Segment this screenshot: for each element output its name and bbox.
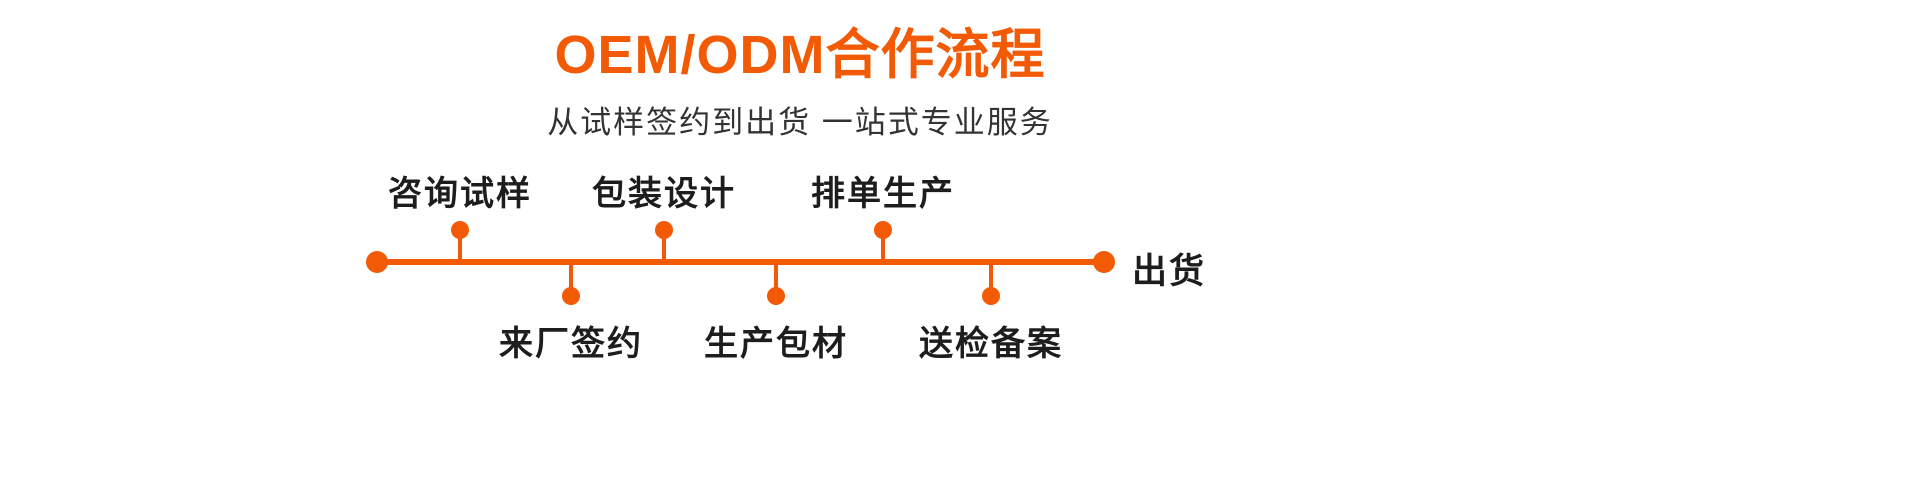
timeline-end-dot [1093, 251, 1115, 273]
step-dot [655, 221, 673, 239]
timeline-start-dot [366, 251, 388, 273]
step-dot [982, 287, 1000, 305]
step-dot [451, 221, 469, 239]
step-connector [989, 264, 993, 294]
step-dot [874, 221, 892, 239]
step-label: 生产包材 [704, 325, 848, 363]
step-connector [662, 232, 666, 262]
step-label: 包装设计 [592, 175, 736, 213]
step-label: 排单生产 [811, 175, 955, 213]
timeline-end-label: 出货 [1132, 252, 1207, 291]
banner-header: OEM/ODM合作流程 从试样签约到出货 一站式专业服务 [0, 0, 1600, 142]
step-label: 来厂签约 [499, 325, 643, 363]
step-label: 咨询试样 [388, 175, 532, 213]
step-connector [774, 264, 778, 294]
step-connector [458, 232, 462, 262]
page-subtitle: 从试样签约到出货 一站式专业服务 [547, 105, 1053, 141]
step-label: 送检备案 [919, 325, 1063, 363]
step-connector [569, 264, 573, 294]
step-dot [562, 287, 580, 305]
timeline-line [377, 259, 1104, 265]
page-title: OEM/ODM合作流程 [554, 25, 1046, 85]
step-dot [767, 287, 785, 305]
step-connector [881, 232, 885, 262]
